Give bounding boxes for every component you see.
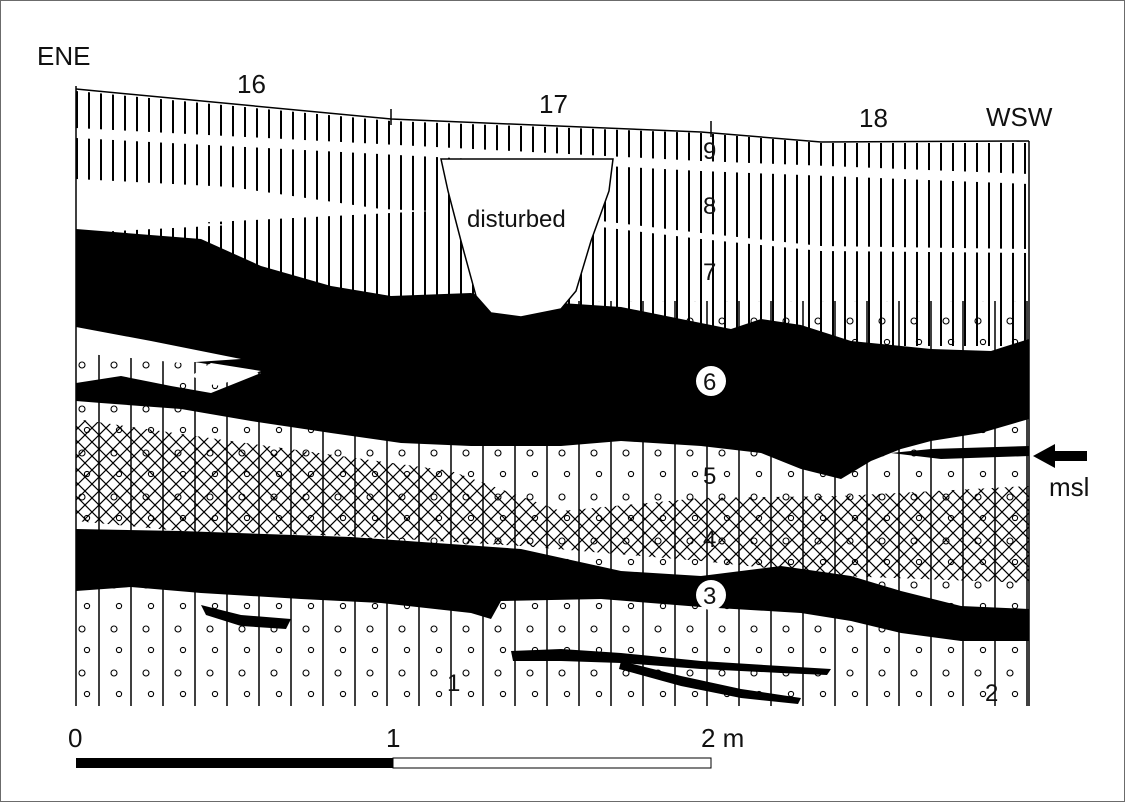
disturbed-label: disturbed [467, 206, 566, 233]
band-8-7-gap-b [76, 213, 231, 233]
layer-6-circle [696, 366, 726, 396]
band-8-7-gap [76, 179, 431, 229]
scale-bar: 0 1 2 m [68, 723, 744, 769]
scale-bar-black-segment [76, 758, 393, 768]
lens-6-a [76, 327, 241, 363]
msl-arrow-icon [1033, 444, 1087, 468]
layer-label-1: 1 [447, 670, 460, 697]
orientation-left-label: ENE [37, 41, 90, 71]
ground-surface-line [75, 88, 1030, 143]
disturbed-pit [440, 158, 614, 318]
grid-square-label-17: 17 [539, 89, 568, 119]
band-right-gap [601, 221, 1029, 253]
scale-bar-tick-0: 0 [68, 723, 82, 753]
layer-label-6: 6 [703, 369, 716, 396]
lens-3-c [619, 661, 801, 704]
msl-label: msl [1049, 472, 1089, 502]
band-9-8-gap [76, 128, 1029, 184]
layer-label-9: 9 [703, 138, 716, 165]
grid-square-label-18: 18 [859, 103, 888, 133]
layer-label-3: 3 [703, 583, 716, 610]
scale-bar-tick-2m: 2 m [701, 723, 744, 753]
grid-square-label-16: 16 [237, 69, 266, 99]
lens-6-b [191, 363, 261, 386]
layer-label-8: 8 [703, 193, 716, 220]
layer-4-crosshatch [76, 419, 1029, 583]
layer-3-circle [696, 580, 726, 610]
lens-msl-black [891, 446, 1029, 459]
layer-label-5: 5 [703, 463, 716, 490]
orientation-right-label: WSW [986, 102, 1053, 132]
layer-label-2: 2 [985, 680, 998, 707]
layer-label-7: 7 [703, 259, 716, 286]
scale-bar-tick-1: 1 [386, 723, 400, 753]
layer-label-4: 4 [703, 526, 716, 553]
lens-3-a [201, 605, 291, 629]
layer-6-black [76, 229, 1029, 479]
lens-3-b [511, 649, 831, 675]
layer-3-black [76, 529, 1029, 641]
scale-bar-white-segment [392, 757, 712, 769]
